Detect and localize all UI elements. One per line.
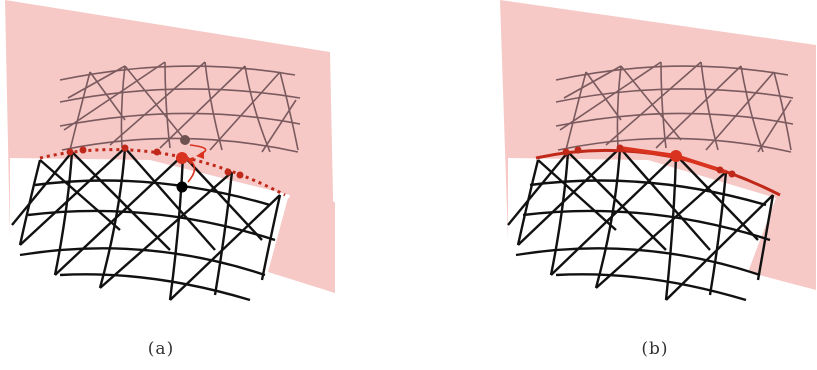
original-vertex bbox=[177, 182, 188, 193]
caption-b: (b) bbox=[625, 339, 685, 359]
panel-b: (b) bbox=[408, 0, 816, 370]
mesh-plane-diagram-a bbox=[0, 0, 408, 330]
caption-a: (a) bbox=[131, 339, 191, 359]
projected-vertex bbox=[180, 135, 190, 145]
new-vertex bbox=[176, 152, 188, 164]
snapped-vertex bbox=[670, 150, 682, 162]
mesh-plane-diagram-b bbox=[408, 0, 816, 330]
plane-lower-right-flap bbox=[268, 198, 335, 293]
panel-a: (a) bbox=[0, 0, 408, 370]
